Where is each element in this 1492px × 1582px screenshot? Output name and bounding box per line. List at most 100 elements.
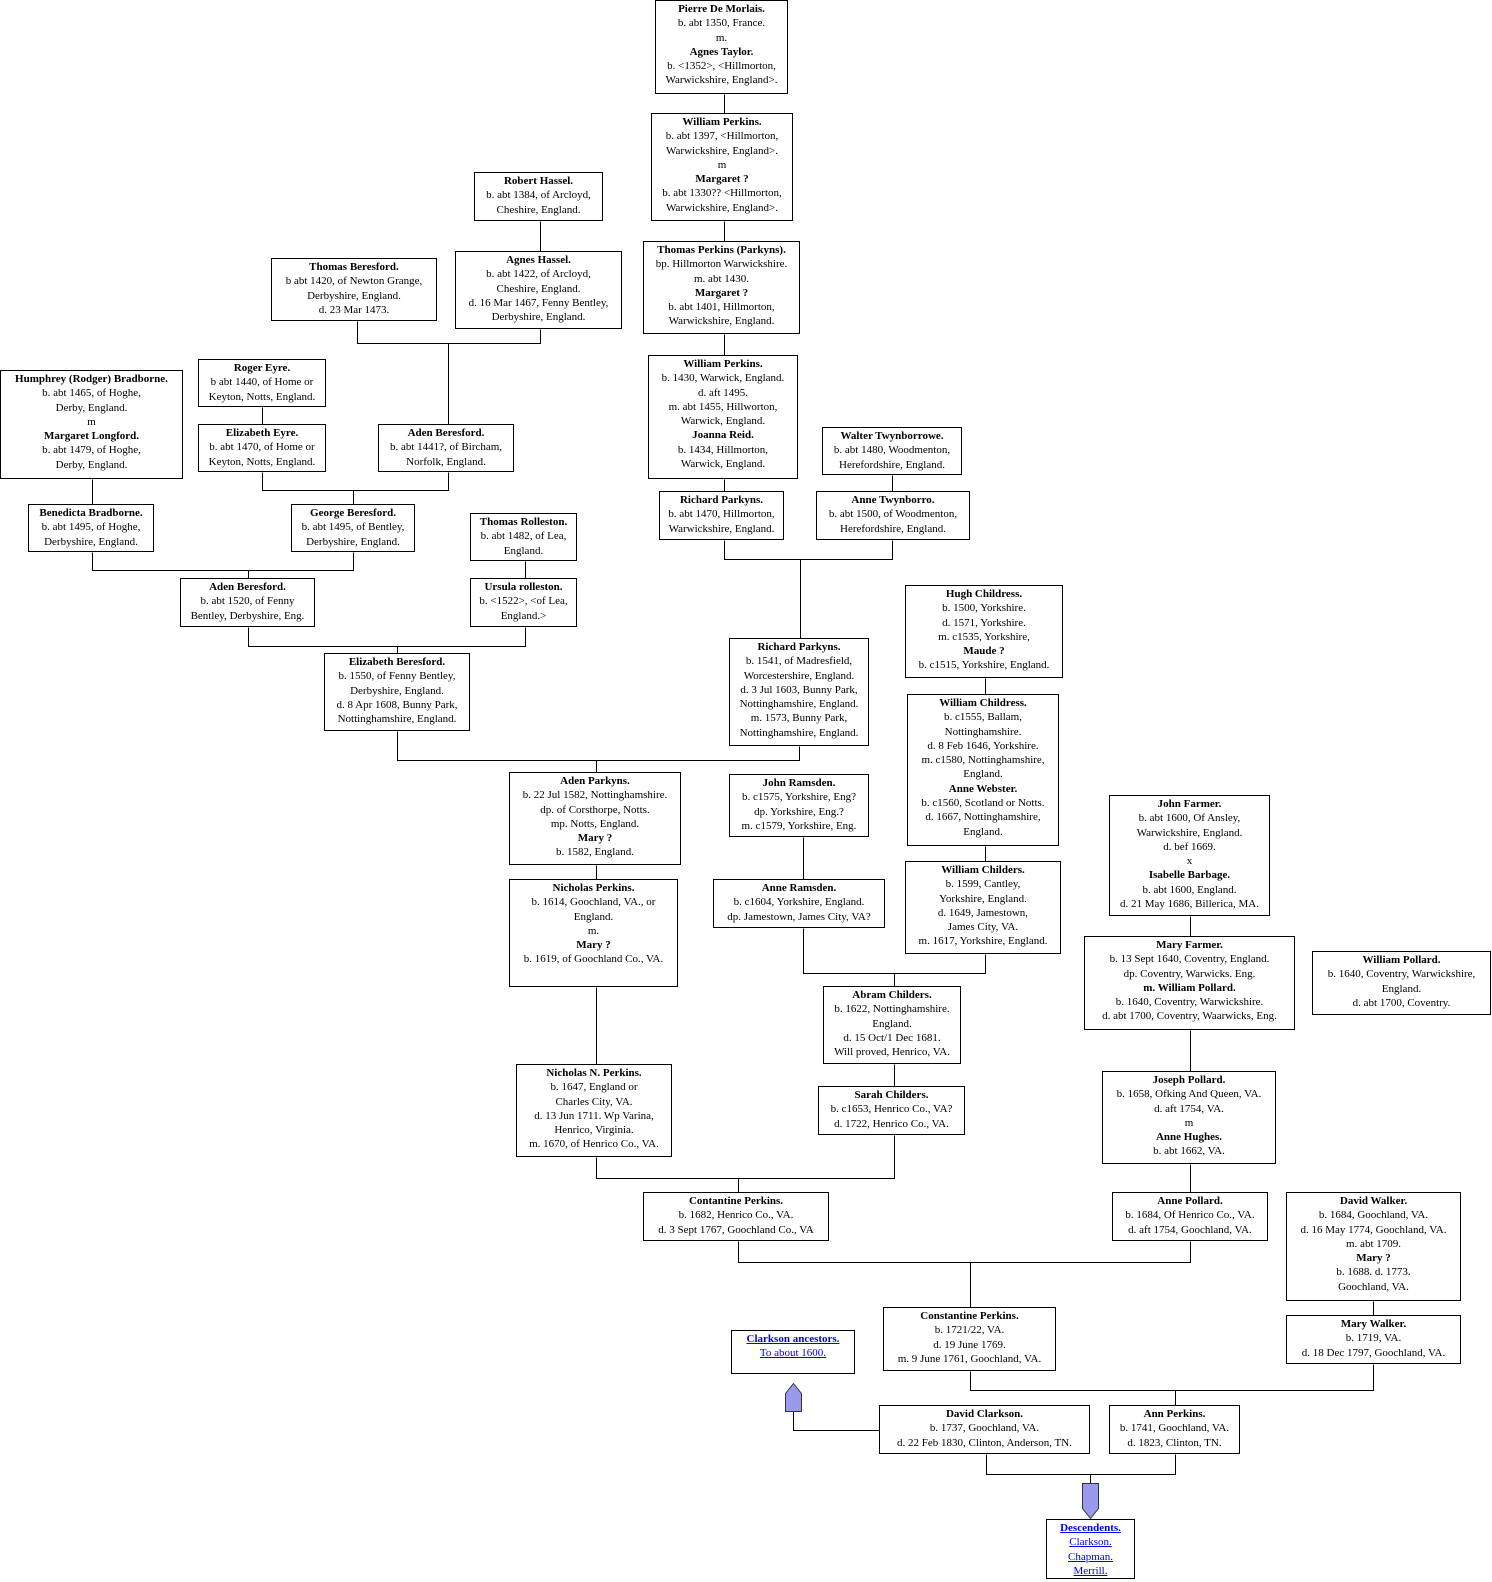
person-detail: Worcestershire, England. <box>743 669 855 682</box>
person-detail: b. c1555, Ballam, <box>944 711 1022 724</box>
person-detail: Keyton, Notts, England. <box>208 455 316 468</box>
person-name: Elizabeth Eyre. <box>225 427 299 439</box>
person-detail: b. abt 1330?? <Hillmorton, <box>662 187 782 200</box>
person-detail: Derbyshire, England. <box>44 535 138 548</box>
person-name: Joanna Reid. <box>692 429 754 442</box>
person-detail: m. abt 1709. <box>1346 1237 1401 1250</box>
link-text[interactable]: Clarkson ancestors. <box>746 1333 840 1345</box>
person-name: Benedicta Bradborne. <box>39 507 143 519</box>
person-name: Mary Farmer. <box>1156 939 1223 951</box>
person-name: David Walker. <box>1339 1195 1408 1207</box>
person-box-john-ramsden: John Ramsden.b. c1575, Yorkshire, Eng?dp… <box>729 774 869 837</box>
link-text[interactable]: Clarkson. <box>1069 1536 1112 1549</box>
person-detail: b. abt 1495, of Bentley, <box>301 521 405 534</box>
link-box-clarkson-ancestors[interactable]: Clarkson ancestors. To about 1600. <box>731 1330 855 1374</box>
person-detail: b. 1640, Coventry, Warwickshire, <box>1327 968 1476 981</box>
person-box-ann-perkins: Ann Perkins.b. 1741, Goochland, VA.d. 18… <box>1109 1405 1240 1454</box>
person-detail: m. 1573, Bunny Park, <box>750 712 848 725</box>
link-text[interactable]: Descendents. <box>1060 1522 1121 1534</box>
person-detail: b. c1653, Henrico Co., VA? <box>830 1103 953 1116</box>
connector-line <box>738 1241 1191 1263</box>
person-detail: b. abt 1350, France. <box>677 17 766 30</box>
person-name: Agnes Hassel. <box>506 254 571 266</box>
person-detail: Warwickshire, England>. <box>665 74 778 87</box>
person-box-william1: William Perkins.b. abt 1397, <Hillmorton… <box>651 113 793 221</box>
connector-line <box>92 552 354 571</box>
person-detail: Charles City, VA. <box>555 1095 633 1108</box>
person-name: Elizabeth Beresford. <box>348 656 446 668</box>
person-box-pierre: Pierre De Morlais.b. abt 1350, France.m.… <box>655 0 788 94</box>
person-box-sarah: Sarah Childers.b. c1653, Henrico Co., VA… <box>818 1086 965 1135</box>
person-detail: b. c1604, Yorkshire, England. <box>733 896 865 909</box>
person-box-mary-farmer: Mary Farmer.b. 13 Sept 1640, Coventry, E… <box>1084 936 1295 1030</box>
person-detail: d. aft 1754, Goochland, VA. <box>1128 1223 1252 1236</box>
person-detail: d. abt 1700, Coventry. <box>1352 996 1451 1009</box>
person-name: Roger Eyre. <box>233 362 291 374</box>
person-name: Nicholas N. Perkins. <box>546 1067 642 1079</box>
person-name: Ursula rolleston. <box>484 581 563 593</box>
person-detail: b. abt 1441?, of Bircham, <box>389 441 503 454</box>
person-name: William Childress. <box>939 697 1027 709</box>
link-box-descendents[interactable]: Descendents. Clarkson. Chapman. Merrill. <box>1046 1519 1135 1579</box>
person-detail: d. 18 Dec 1797, Goochland, VA. <box>1301 1346 1446 1359</box>
link-text[interactable]: Merrill. <box>1073 1564 1108 1577</box>
person-detail: d. 3 Sept 1767, Goochland Co., VA <box>658 1223 814 1236</box>
person-detail: b abt 1420, of Newton Grange, <box>285 275 423 288</box>
person-detail: b. abt 1470, Hillmorton, <box>668 508 775 521</box>
person-name: Thomas Rolleston. <box>479 516 568 528</box>
person-detail: b. c1560, Scotland or Notts. <box>921 797 1045 810</box>
person-name: Agnes Taylor. <box>689 45 754 58</box>
arrow-up-icon[interactable] <box>785 1382 802 1412</box>
person-box-richard2: Richard Parkyns.b. 1541, of Madresfield,… <box>729 638 869 746</box>
person-name: Thomas Beresford. <box>309 261 399 273</box>
person-detail: x <box>1186 855 1193 868</box>
arrow-down-icon[interactable] <box>1082 1483 1099 1520</box>
person-name: m. William Pollard. <box>1143 981 1236 994</box>
person-detail: Nottinghamshire, England. <box>739 698 859 711</box>
person-detail: m. 1617, Yorkshire, England. <box>918 935 1048 948</box>
person-detail: d. aft 1754, VA. <box>1154 1102 1224 1115</box>
person-detail: Nottinghamshire, England. <box>739 726 859 739</box>
person-detail: d. 1823, Clinton, TN. <box>1127 1436 1222 1449</box>
person-detail: m. abt 1455, Hillworton, <box>668 400 778 413</box>
person-detail: dp. of Corsthorpe, Notts. <box>540 803 650 816</box>
person-detail: b. 1599, Cantley, <box>945 878 1021 891</box>
person-detail: b. 1500, Yorkshire. <box>942 602 1026 615</box>
person-detail: Warwick, England. <box>680 415 766 428</box>
person-detail: b. abt 1397, <Hillmorton, <box>665 130 779 143</box>
person-detail: b. abt 1495, of Hoghe, <box>41 521 141 534</box>
person-detail: England. <box>1381 982 1422 995</box>
person-detail: m. <box>715 31 728 44</box>
person-detail: b. 1721/22, VA. <box>934 1324 1005 1337</box>
person-box-benedicta: Benedicta Bradborne. b. abt 1495, of Hogh… <box>28 504 154 552</box>
person-name: Walter Twynborrowe. <box>840 430 944 442</box>
person-box-mary-walker: Mary Walker.b. 1719, VA.d. 18 Dec 1797, … <box>1286 1315 1461 1364</box>
person-detail: b. 1719, VA. <box>1345 1332 1402 1345</box>
person-detail: d. 13 Jun 1711. Wp Varina, <box>534 1109 654 1122</box>
person-detail: b. abt 1600, England. <box>1142 883 1237 896</box>
person-detail: Herefordshire, England. <box>839 458 945 471</box>
person-detail: Derbyshire, England. <box>491 311 586 324</box>
person-name: William Pollard. <box>1362 954 1441 966</box>
person-detail: b. abt 1479, of Hoghe, <box>42 444 141 457</box>
person-name: Ann Perkins. <box>1143 1408 1206 1420</box>
person-detail: b. 1647, England or <box>550 1081 638 1094</box>
link-text[interactable]: To about 1600. <box>759 1347 827 1360</box>
link-text[interactable]: Chapman. <box>1068 1550 1113 1563</box>
person-box-walter: Walter Twynborrowe.b. abt 1480, Woodment… <box>822 427 962 475</box>
person-name: Anne Hughes. <box>1155 1131 1223 1144</box>
person-detail: Yorkshire, England. <box>939 892 1027 905</box>
person-detail: b. 1622, Nottinghamshire. <box>834 1003 950 1016</box>
person-name: David Clarkson. <box>945 1408 1024 1420</box>
person-box-william2: William Perkins.b. 1430, Warwick, Englan… <box>648 355 798 479</box>
person-box-richard1: Richard Parkyns.b. abt 1470, Hillmorton,… <box>659 491 784 540</box>
person-detail: m. c1535, Yorkshire, <box>938 630 1030 643</box>
person-name: Humphrey (Rodger) Bradborne. <box>15 373 168 385</box>
person-name: Anne Twynborro. <box>851 494 935 506</box>
person-detail: b. 1582, England. <box>556 846 634 859</box>
person-detail: James City, VA. <box>947 921 1019 934</box>
person-box-aden-beresford1: Aden Beresford.b. abt 1441?, of Bircham,… <box>378 424 514 472</box>
person-detail: d. 8 Apr 1608, Bunny Park, <box>336 698 458 711</box>
